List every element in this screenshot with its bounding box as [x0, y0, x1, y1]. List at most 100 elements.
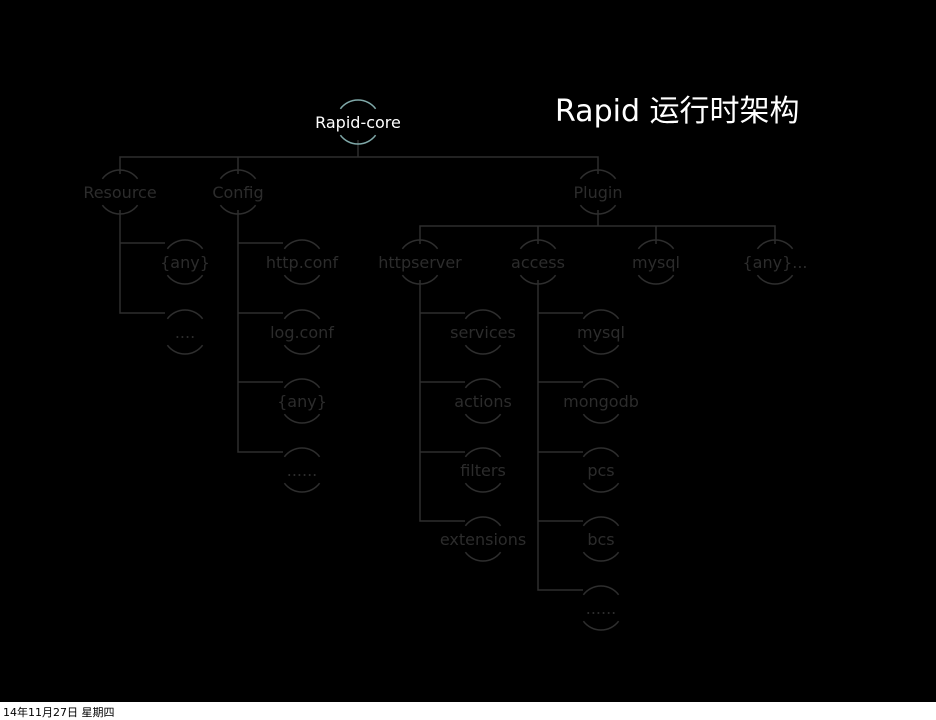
node-arc-top — [283, 378, 321, 389]
node-arc-bottom — [464, 344, 502, 355]
node-arc-bottom — [283, 274, 321, 285]
node-arc-top — [339, 99, 377, 110]
node-label: services — [450, 323, 516, 342]
node-arc-top — [464, 516, 502, 527]
node-label: mysql — [577, 323, 625, 342]
node-arc-top — [166, 309, 204, 320]
node-actions: actions — [454, 378, 512, 424]
connector — [237, 210, 283, 453]
node-arc-bottom — [637, 274, 675, 285]
node-arc-top — [283, 239, 321, 250]
node-label: access — [511, 253, 565, 272]
node-arc-bottom — [582, 620, 620, 631]
node-filters: filters — [460, 447, 506, 493]
node-label: ...... — [586, 599, 617, 618]
node-label: log.conf — [270, 323, 334, 342]
node-arc-top — [464, 447, 502, 458]
node-mongodb: mongodb — [563, 378, 639, 424]
connector — [119, 210, 165, 314]
node-httpserver: httpserver — [378, 239, 462, 285]
node-label: Plugin — [574, 183, 623, 202]
node-http-conf: http.conf — [266, 239, 339, 285]
node-arc-top — [219, 169, 257, 180]
connector — [537, 280, 583, 591]
node-label: {any} — [160, 253, 210, 272]
node-config-any: {any} — [277, 378, 327, 424]
node-label: {any}... — [742, 253, 807, 272]
node-arc-bottom — [579, 204, 617, 215]
node-label: mysql — [632, 253, 680, 272]
node-label: Config — [212, 183, 263, 202]
slide-title: Rapid 运行时架构 — [555, 94, 800, 129]
node-label: {any} — [277, 392, 327, 411]
node-label: .... — [175, 323, 195, 342]
node-label: Rapid-core — [315, 113, 401, 132]
footer-date: 14年11月27日 星期四 — [3, 706, 115, 719]
node-arc-top — [464, 309, 502, 320]
node-arc-bottom — [283, 413, 321, 424]
node-pcs: pcs — [582, 447, 620, 493]
node-label: mongodb — [563, 392, 639, 411]
node-arc-bottom — [283, 344, 321, 355]
node-arc-bottom — [339, 134, 377, 145]
node-rapid-core: Rapid-core — [315, 99, 401, 145]
node-config: Config — [212, 169, 264, 215]
node-config-more: ...... — [283, 447, 321, 493]
node-resource-any: {any} — [160, 239, 210, 285]
node-arc-bottom — [464, 482, 502, 493]
node-resource-more: .... — [166, 309, 204, 355]
node-arc-top — [582, 585, 620, 596]
node-arc-top — [582, 516, 620, 527]
node-label: extensions — [440, 530, 526, 549]
node-arc-bottom — [582, 551, 620, 562]
node-label: ...... — [287, 461, 318, 480]
node-arc-top — [464, 378, 502, 389]
node-arc-bottom — [283, 482, 321, 493]
connector — [119, 156, 599, 174]
node-label: Resource — [83, 183, 156, 202]
node-arc-bottom — [582, 413, 620, 424]
node-plugin-mysql: mysql — [632, 239, 680, 285]
node-arc-bottom — [464, 551, 502, 562]
node-arc-bottom — [166, 344, 204, 355]
node-arc-top — [401, 239, 439, 250]
node-arc-bottom — [519, 274, 557, 285]
node-bcs: bcs — [582, 516, 620, 562]
node-arc-bottom — [401, 274, 439, 285]
node-access-mysql: mysql — [577, 309, 625, 355]
node-plugin-any: {any}... — [742, 239, 808, 285]
node-arc-top — [283, 447, 321, 458]
node-arc-top — [582, 447, 620, 458]
connector — [419, 280, 465, 522]
node-arc-bottom — [101, 204, 139, 215]
node-label: actions — [454, 392, 512, 411]
node-arc-bottom — [166, 274, 204, 285]
node-extensions: extensions — [440, 516, 526, 562]
node-label: httpserver — [378, 253, 462, 272]
node-access: access — [511, 239, 565, 285]
node-label: filters — [460, 461, 506, 480]
node-plugin: Plugin — [574, 169, 623, 215]
node-arc-bottom — [582, 344, 620, 355]
node-services: services — [450, 309, 516, 355]
node-arc-bottom — [756, 274, 794, 285]
node-arc-top — [582, 309, 620, 320]
node-arc-top — [519, 239, 557, 250]
node-arc-bottom — [219, 204, 257, 215]
node-arc-top — [101, 169, 139, 180]
node-arc-top — [637, 239, 675, 250]
node-arc-top — [582, 378, 620, 389]
node-label: pcs — [587, 461, 614, 480]
node-resource: Resource — [83, 169, 157, 215]
connector — [419, 225, 776, 244]
node-arc-top — [283, 309, 321, 320]
node-label: http.conf — [266, 253, 339, 272]
node-arc-top — [756, 239, 794, 250]
node-arc-top — [579, 169, 617, 180]
node-arc-bottom — [582, 482, 620, 493]
node-log-conf: log.conf — [270, 309, 334, 355]
node-label: bcs — [587, 530, 614, 549]
node-arc-top — [166, 239, 204, 250]
